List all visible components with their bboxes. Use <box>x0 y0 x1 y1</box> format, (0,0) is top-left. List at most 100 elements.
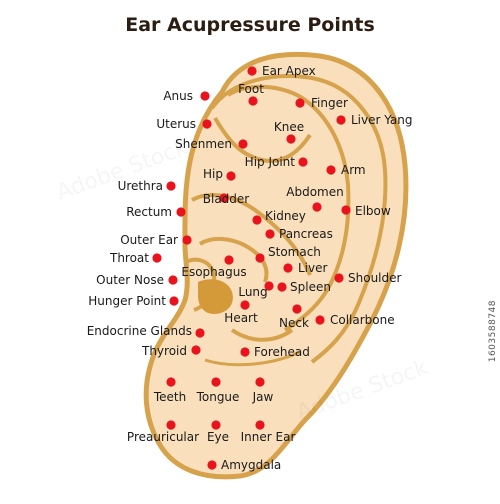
point-hip: Hip <box>203 167 236 181</box>
acupoint-dot <box>166 420 176 430</box>
ear-outline <box>143 51 409 480</box>
point-uterus: Uterus <box>156 117 212 131</box>
acupoint-label: Bladder <box>203 192 250 206</box>
acupoint-dot <box>240 347 250 357</box>
concha-inner <box>198 237 269 283</box>
acupoint-dot <box>195 328 205 338</box>
acupoint-label: Shenmen <box>175 137 232 151</box>
acupoint-label: Urethra <box>118 179 163 193</box>
acupoint-dot <box>295 98 305 108</box>
acupoint-label: Inner Ear <box>241 430 296 444</box>
acupoint-label: Rectum <box>126 205 172 219</box>
stock-id: 1603588748 <box>488 300 498 363</box>
acupoint-label: Elbow <box>355 204 391 218</box>
acupoint-dot <box>248 96 258 106</box>
acupoint-dot <box>292 304 302 314</box>
acupoint-label: Pancreas <box>279 227 333 241</box>
acupoint-label: Hunger Point <box>88 294 166 308</box>
acupoint-label: Outer Nose <box>96 273 164 287</box>
acupoint-dot <box>286 134 296 144</box>
antihelix-upper <box>226 84 350 186</box>
acupoint-label: Shoulder <box>348 271 402 285</box>
point-forehead: Forehead <box>240 345 310 359</box>
acupoint-dot <box>336 115 346 125</box>
point-kidney: Kidney <box>252 209 306 225</box>
point-outer-nose: Outer Nose <box>96 273 178 287</box>
point-inner-ear: Inner Ear <box>241 420 296 444</box>
point-elbow: Elbow <box>341 204 391 218</box>
point-heart: Heart <box>224 300 258 325</box>
acupoint-label: Forehead <box>254 345 310 359</box>
acupoint-dot <box>207 460 217 470</box>
point-finger: Finger <box>295 96 348 110</box>
acupoint-dot <box>255 377 265 387</box>
acupoint-dot <box>341 205 351 215</box>
acupoint-dot <box>226 171 236 181</box>
acupoint-label: Endocrine Glands <box>87 324 192 338</box>
point-tongue: Tongue <box>196 377 239 404</box>
point-neck: Neck <box>279 304 309 330</box>
acupoint-label: Lung <box>238 285 267 299</box>
point-foot: Foot <box>238 82 264 106</box>
acupoint-dot <box>334 273 344 283</box>
point-hunger-point: Hunger Point <box>88 294 179 308</box>
point-esophagus: Esophagus <box>181 255 247 279</box>
acupoint-dot <box>224 255 234 265</box>
acupoint-label: Teeth <box>153 390 186 404</box>
acupoint-label: Neck <box>279 316 309 330</box>
acupoint-label: Liver <box>298 261 328 275</box>
point-liver-yang: Liver Yang <box>336 113 413 127</box>
acupoint-label: Liver Yang <box>351 113 413 127</box>
acupoint-label: Kidney <box>265 209 306 223</box>
acupoint-label: Stomach <box>268 245 321 259</box>
acupoint-label: Heart <box>224 311 258 325</box>
acupoint-dot <box>315 315 325 325</box>
acupoint-label: Abdomen <box>286 185 343 199</box>
acupoint-label: Hip <box>203 167 223 181</box>
acupoint-dot <box>211 377 221 387</box>
antitragus <box>230 328 294 342</box>
ear-canal <box>198 279 233 314</box>
acupoint-dot <box>238 139 248 149</box>
point-endocrine-glands: Endocrine Glands <box>87 324 205 338</box>
point-knee: Knee <box>274 120 304 144</box>
point-amygdala: Amygdala <box>207 458 281 472</box>
point-outer-ear: Outer Ear <box>120 233 192 247</box>
acupoint-label: Jaw <box>252 390 274 404</box>
acupoint-dot <box>326 165 336 175</box>
acupoint-dot <box>277 282 287 292</box>
acupoint-dot <box>240 300 250 310</box>
point-eye: Eye <box>207 420 229 444</box>
acupoint-dot <box>255 253 265 263</box>
acupoint-label: Preauricular <box>127 430 199 444</box>
point-urethra: Urethra <box>118 179 176 193</box>
point-throat: Throat <box>109 251 162 265</box>
point-lung: Lung <box>238 281 274 299</box>
concha-rim <box>191 193 312 276</box>
acupoint-label: Hip Joint <box>245 155 296 169</box>
acupoint-dot <box>152 253 162 263</box>
acupoint-label: Amygdala <box>221 458 281 472</box>
acupoint-dot <box>200 91 210 101</box>
acupoint-label: Thyroid <box>141 344 187 358</box>
point-arm: Arm <box>326 163 366 177</box>
point-teeth: Teeth <box>153 377 186 404</box>
point-preauricular: Preauricular <box>127 420 199 444</box>
acupoint-dot <box>312 202 322 212</box>
point-hip-joint: Hip Joint <box>245 155 308 169</box>
acupoint-dot <box>168 275 178 285</box>
point-collarbone: Collarbone <box>315 313 395 327</box>
point-pancreas: Pancreas <box>265 227 333 241</box>
acupoint-dot <box>247 66 257 76</box>
acupoint-dot <box>169 296 179 306</box>
acupoint-label: Esophagus <box>181 265 246 279</box>
triangular-fossa <box>213 116 312 163</box>
acupoint-label: Outer Ear <box>120 233 178 247</box>
acupoint-dot <box>265 229 275 239</box>
acupoint-label: Knee <box>274 120 304 134</box>
acupoint-dot <box>166 377 176 387</box>
acupoint-label: Ear Apex <box>262 64 316 78</box>
